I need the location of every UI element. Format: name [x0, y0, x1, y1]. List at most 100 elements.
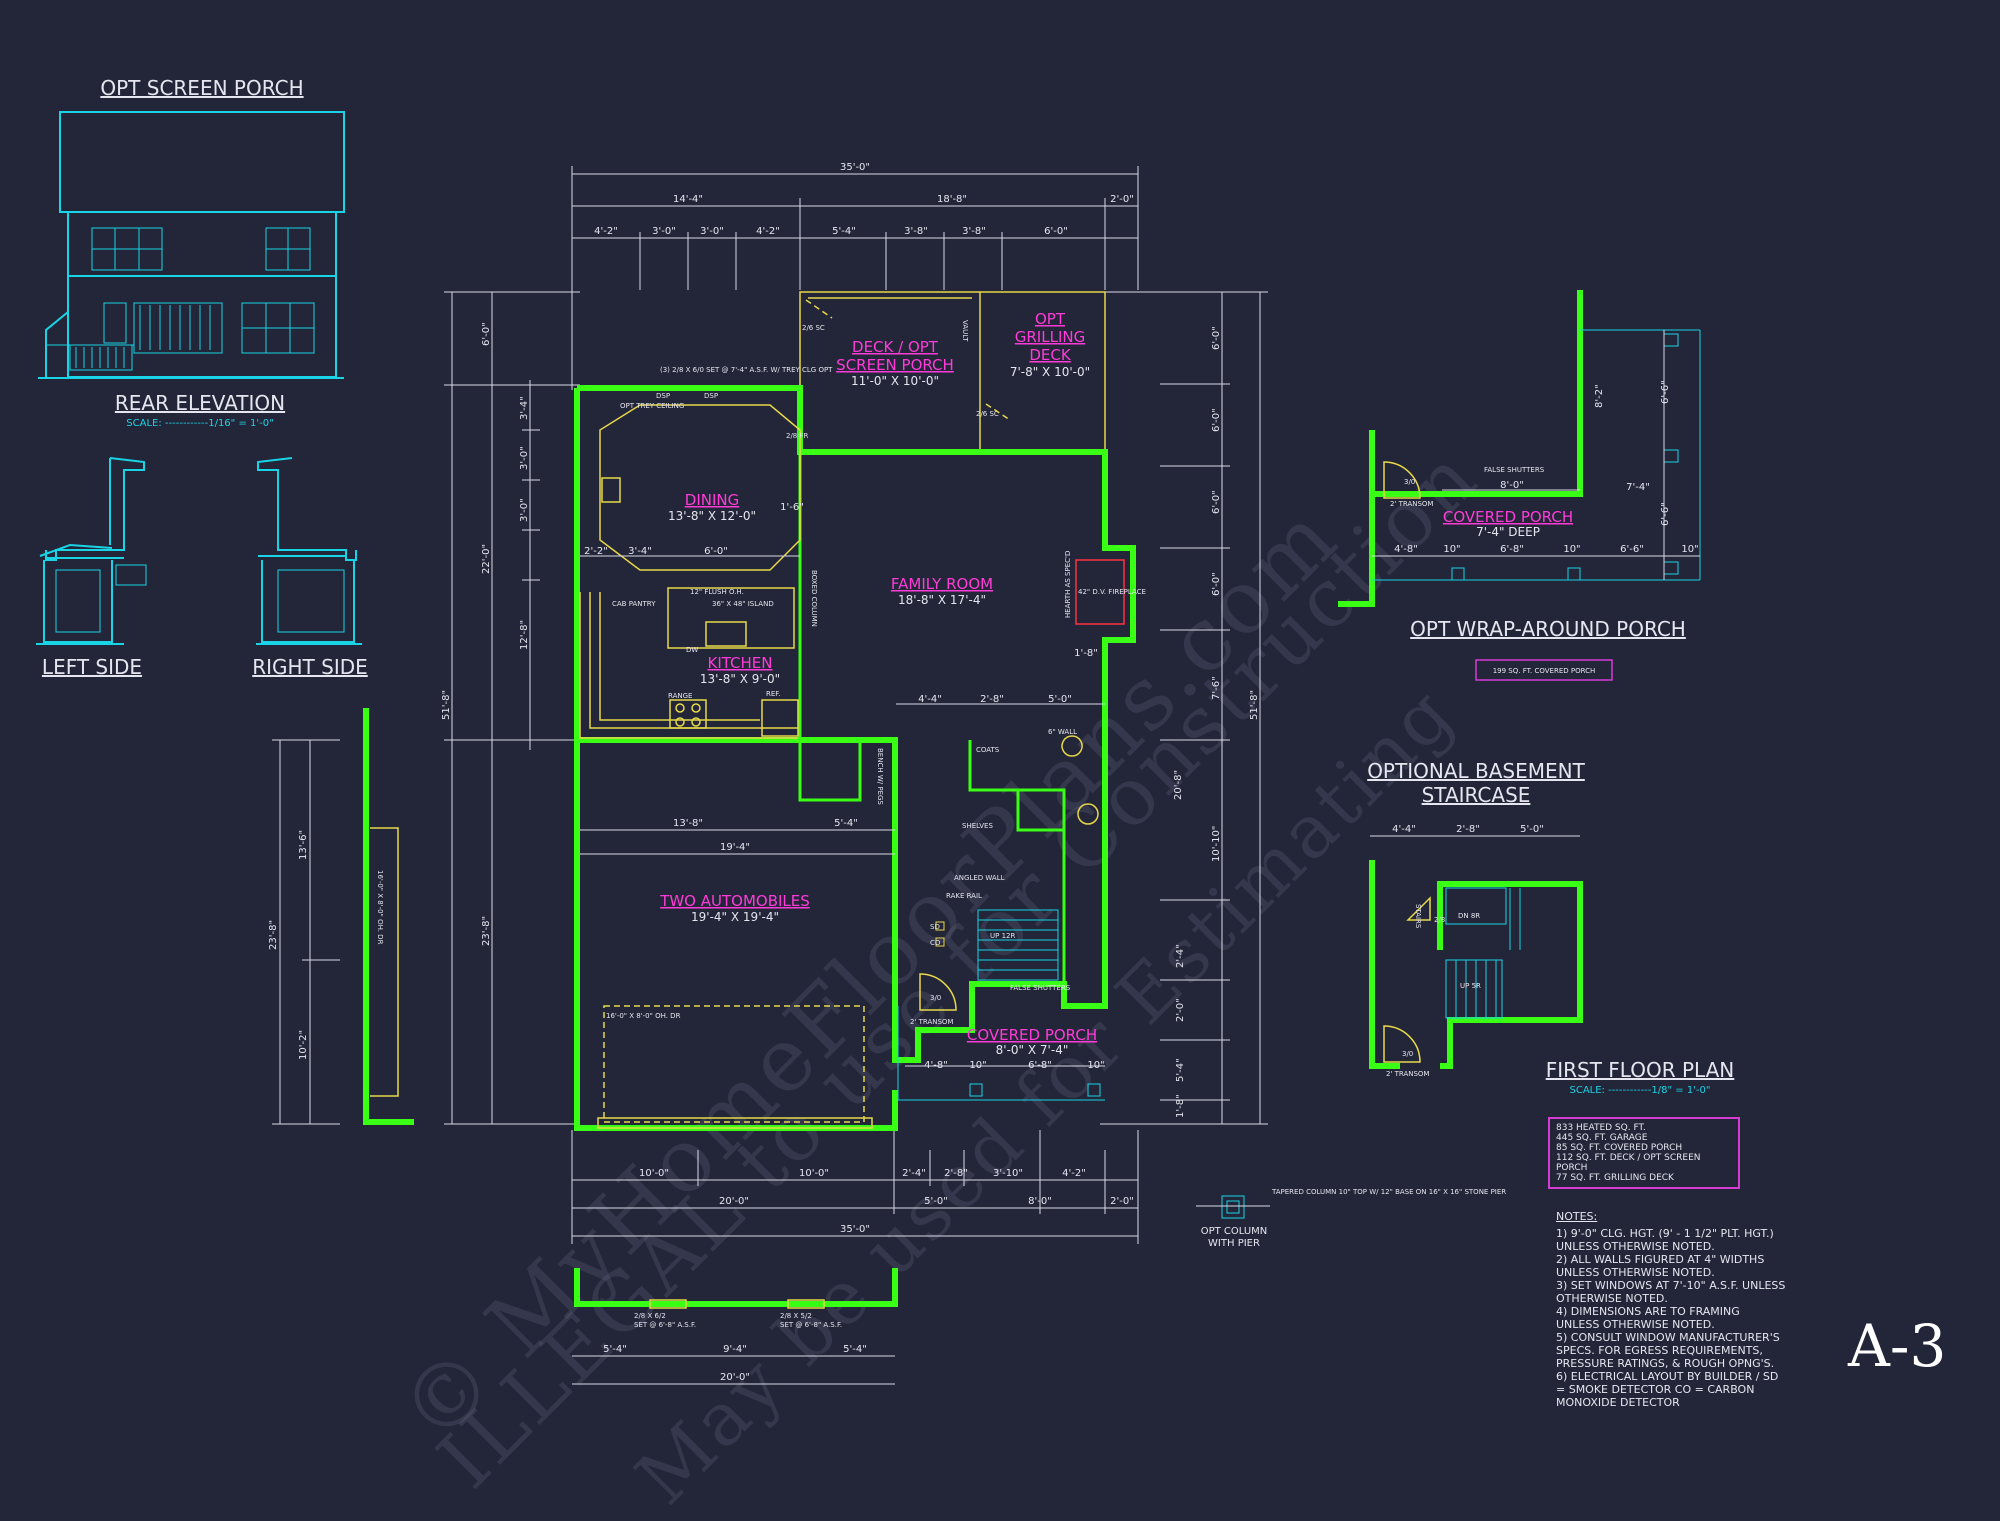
left-side-elevation: LEFT SIDE [36, 457, 147, 679]
top-dim2-3: 4'-2" [756, 226, 780, 237]
hall-dim-0: 4'-4" [918, 694, 942, 705]
basement-title-2: STAIRCASE [1422, 783, 1531, 807]
porch-dim-2: 6'-8" [1028, 1060, 1052, 1071]
hall-dim-1: 2'-8" [980, 694, 1004, 705]
family-room-name: FAMILY ROOM [891, 575, 993, 593]
porch-dim-3: 10" [1087, 1060, 1104, 1071]
front-window-set-1: SET @ 6'-8" A.S.F. [634, 1321, 696, 1329]
island-label: 36" X 48" ISLAND [712, 600, 774, 608]
front-porch-size: 8'-0" X 7'-4" [996, 1043, 1069, 1057]
opt-column-detail: TAPERED COLUMN 10" TOP W/ 12" BASE ON 16… [1196, 1188, 1506, 1249]
tray-window-note: (3) 2/8 X 6/0 SET @ 7'-4" A.S.F. W/ TREY… [660, 366, 833, 374]
grill-name-2: GRILLING [1015, 328, 1085, 346]
grill-door-label: 2/6 SC [976, 410, 999, 418]
right-side-elevation: RIGHT SIDE [252, 457, 368, 679]
note-6: 6) ELECTRICAL LAYOUT BY BUILDER / SD = S… [1556, 1370, 1779, 1409]
basement-down-label: DN 8R [1458, 912, 1480, 920]
basement-up-label: UP 5R [1460, 982, 1481, 990]
right-part-0: 6'-0" [1211, 326, 1222, 350]
garage-side-dim-1: 23'-8" [268, 920, 279, 950]
basement-door-label: 2/8 [1434, 916, 1445, 924]
garage-size: 19'-4" X 19'-4" [691, 910, 779, 924]
garage-door-label: 16'-0" X 8'-0" OH. DR [606, 1012, 681, 1020]
top-dim2-2: 3'-0" [700, 226, 724, 237]
wrap-dim-1: 10" [1443, 544, 1460, 555]
basement-transom-label: 2' TRANSOM [1386, 1070, 1429, 1078]
right-part-10: 1'-8" [1175, 1094, 1186, 1118]
bench-label: BENCH W/ PEGS [876, 748, 884, 805]
right-part-7: 2'-4" [1175, 944, 1186, 968]
dining-dim-0: 2'-2" [584, 546, 608, 557]
left-detail-2: 3'-0" [519, 498, 530, 522]
cab-pantry-label: CAB PANTRY [612, 600, 656, 608]
front-bottom-dim-3: 20'-0" [720, 1372, 750, 1383]
hearth-label: HEARTH AS SPEC'D [1064, 551, 1072, 618]
left-part-1: 22'-0" [481, 544, 492, 574]
basement-staircase: OPTIONAL BASEMENT STAIRCASE 4'-4" 2'-8" … [1367, 759, 1585, 1078]
sqft-garage: 445 SQ. FT. GARAGE [1556, 1133, 1648, 1143]
wrap-dim-0: 4'-8" [1394, 544, 1418, 555]
left-detail-3: 12'-8" [519, 620, 530, 650]
right-part-6: 10'-10" [1211, 826, 1222, 862]
hall-dim-2: 5'-0" [1048, 694, 1072, 705]
deck-name: DECK / OPT [852, 338, 939, 356]
garage-side-dim-0: 13'-6" [298, 830, 309, 860]
refrigerator-label: REF. [766, 690, 780, 698]
wrap-porch-name: COVERED PORCH [1443, 508, 1573, 526]
sqft-heated: 833 HEATED SQ. FT. [1556, 1123, 1646, 1133]
right-part-2: 6'-0" [1211, 490, 1222, 514]
right-side-title: RIGHT SIDE [252, 655, 368, 679]
wrap-door-label: 3/0 [1404, 478, 1415, 486]
wrap-dim-side-0: 8'-2" [1594, 384, 1605, 408]
wrap-porch-title: OPT WRAP-AROUND PORCH [1410, 617, 1686, 641]
angled-wall-label: ANGLED WALL [954, 874, 1005, 882]
dining-dim-2: 6'-0" [704, 546, 728, 557]
garage-side-dim-2: 10'-2" [298, 1030, 309, 1060]
left-overall: 51'-8" [441, 690, 452, 720]
bottom-dim2-1: 5'-0" [924, 1196, 948, 1207]
opt-column-label: OPT COLUMN [1201, 1226, 1268, 1237]
wrap-dim-2: 6'-8" [1500, 544, 1524, 555]
wrap-dim-depth: 7'-4" [1626, 482, 1650, 493]
bottom-dim2-2: 8'-0" [1028, 1196, 1052, 1207]
bottom-dim-0: 10'-0" [639, 1168, 669, 1179]
right-overall: 51'-8" [1249, 690, 1260, 720]
top-dim-0: 14'-4" [673, 194, 703, 205]
opt-screen-porch-title: OPT SCREEN PORCH [100, 76, 303, 100]
opt-column-label-2: WITH PIER [1208, 1238, 1260, 1249]
dsp-label-1: DSP [656, 392, 670, 400]
tapered-column-label: TAPERED COLUMN 10" TOP W/ 12" BASE ON 16… [1271, 1188, 1506, 1196]
porch-dim-1: 10" [969, 1060, 986, 1071]
right-part-5: 20'-8" [1173, 770, 1184, 800]
top-dim2-6: 3'-8" [962, 226, 986, 237]
stair-dim-0: 4'-4" [1392, 824, 1416, 835]
wrap-porch-depth: 7'-4" DEEP [1476, 525, 1540, 539]
note-2: 2) ALL WALLS FIGURED AT 4" WIDTHS UNLESS… [1556, 1253, 1765, 1279]
left-part-2: 23'-8" [481, 916, 492, 946]
range-label: RANGE [668, 692, 692, 700]
basement-title-1: OPTIONAL BASEMENT [1367, 759, 1585, 783]
wrap-transom-label: 2' TRANSOM [1390, 500, 1433, 508]
garage-dim-3: 5'-4" [834, 818, 858, 829]
co-detector-label: CO [930, 939, 941, 947]
left-part-0: 6'-0" [481, 322, 492, 346]
wrap-dim-side-1: 6'-6" [1660, 380, 1671, 404]
basement-stairs-label: STAIRS [1414, 904, 1422, 929]
basement-entry-label: 3/0 [1402, 1050, 1413, 1058]
porch-dim-0: 4'-8" [924, 1060, 948, 1071]
right-part-1: 6'-0" [1211, 408, 1222, 432]
overall-width-top: 35'-0" [840, 162, 870, 173]
wrap-dim-3: 10" [1563, 544, 1580, 555]
right-part-9: 5'-4" [1175, 1058, 1186, 1082]
wrap-dim-front: 8'-0" [1500, 480, 1524, 491]
stair-dim-2: 5'-0" [1520, 824, 1544, 835]
front-bottom-dim-0: 5'-4" [603, 1344, 627, 1355]
wrap-shutters-label: FALSE SHUTTERS [1484, 466, 1545, 474]
front-transom-label: 2' TRANSOM [910, 1018, 953, 1026]
plan-notes: NOTES: 1) 9'-0" CLG. HGT. (9' - 1 1/2" P… [1556, 1210, 1786, 1409]
family-room-size: 18'-8" X 17'-4" [898, 593, 986, 607]
note-5: 5) CONSULT WINDOW MANUFACTURER'S SPECS. … [1556, 1331, 1780, 1370]
grill-size: 7'-8" X 10'-0" [1010, 365, 1090, 379]
top-dim2-4: 5'-4" [832, 226, 856, 237]
